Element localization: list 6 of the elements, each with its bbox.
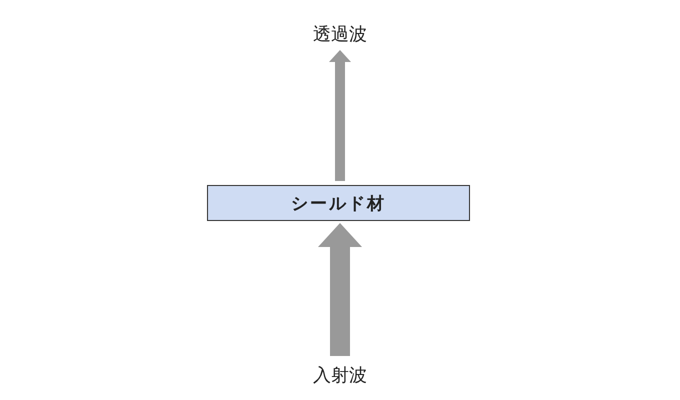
- arrow: [329, 50, 351, 181]
- wave-label: 入射波: [313, 364, 367, 387]
- material-box: [207, 185, 470, 221]
- box-label: シールド材: [291, 192, 386, 214]
- wave-label: 透過波: [313, 23, 367, 46]
- arrow: [318, 223, 362, 356]
